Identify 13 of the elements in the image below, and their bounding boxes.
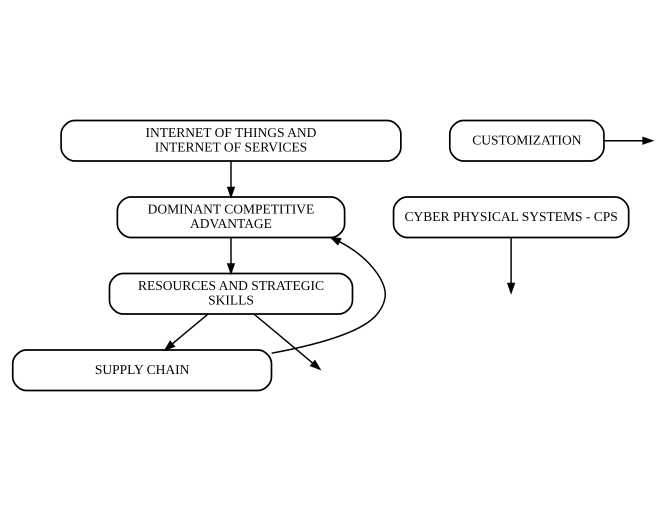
arrow <box>604 136 654 144</box>
node-box: CUSTOMIZATION <box>448 119 605 162</box>
node-box: SUPPLY CHAIN <box>12 348 272 391</box>
node-box: CYBER PHYSICAL SYSTEMS - CPS <box>392 196 630 238</box>
arrow <box>164 313 208 351</box>
arrow <box>254 313 322 370</box>
arrow <box>506 237 516 294</box>
node-box: INTERNET OF THINGS AND INTERNET OF SERVICES <box>60 119 402 162</box>
arrow <box>271 236 386 354</box>
arrow <box>226 237 236 275</box>
node-box: RESOURCES AND STRATEGIC SKILLS <box>108 272 354 314</box>
node-box: DOMINANT COMPETITIVE ADVANTAGE <box>116 196 346 238</box>
arrow <box>226 160 236 198</box>
